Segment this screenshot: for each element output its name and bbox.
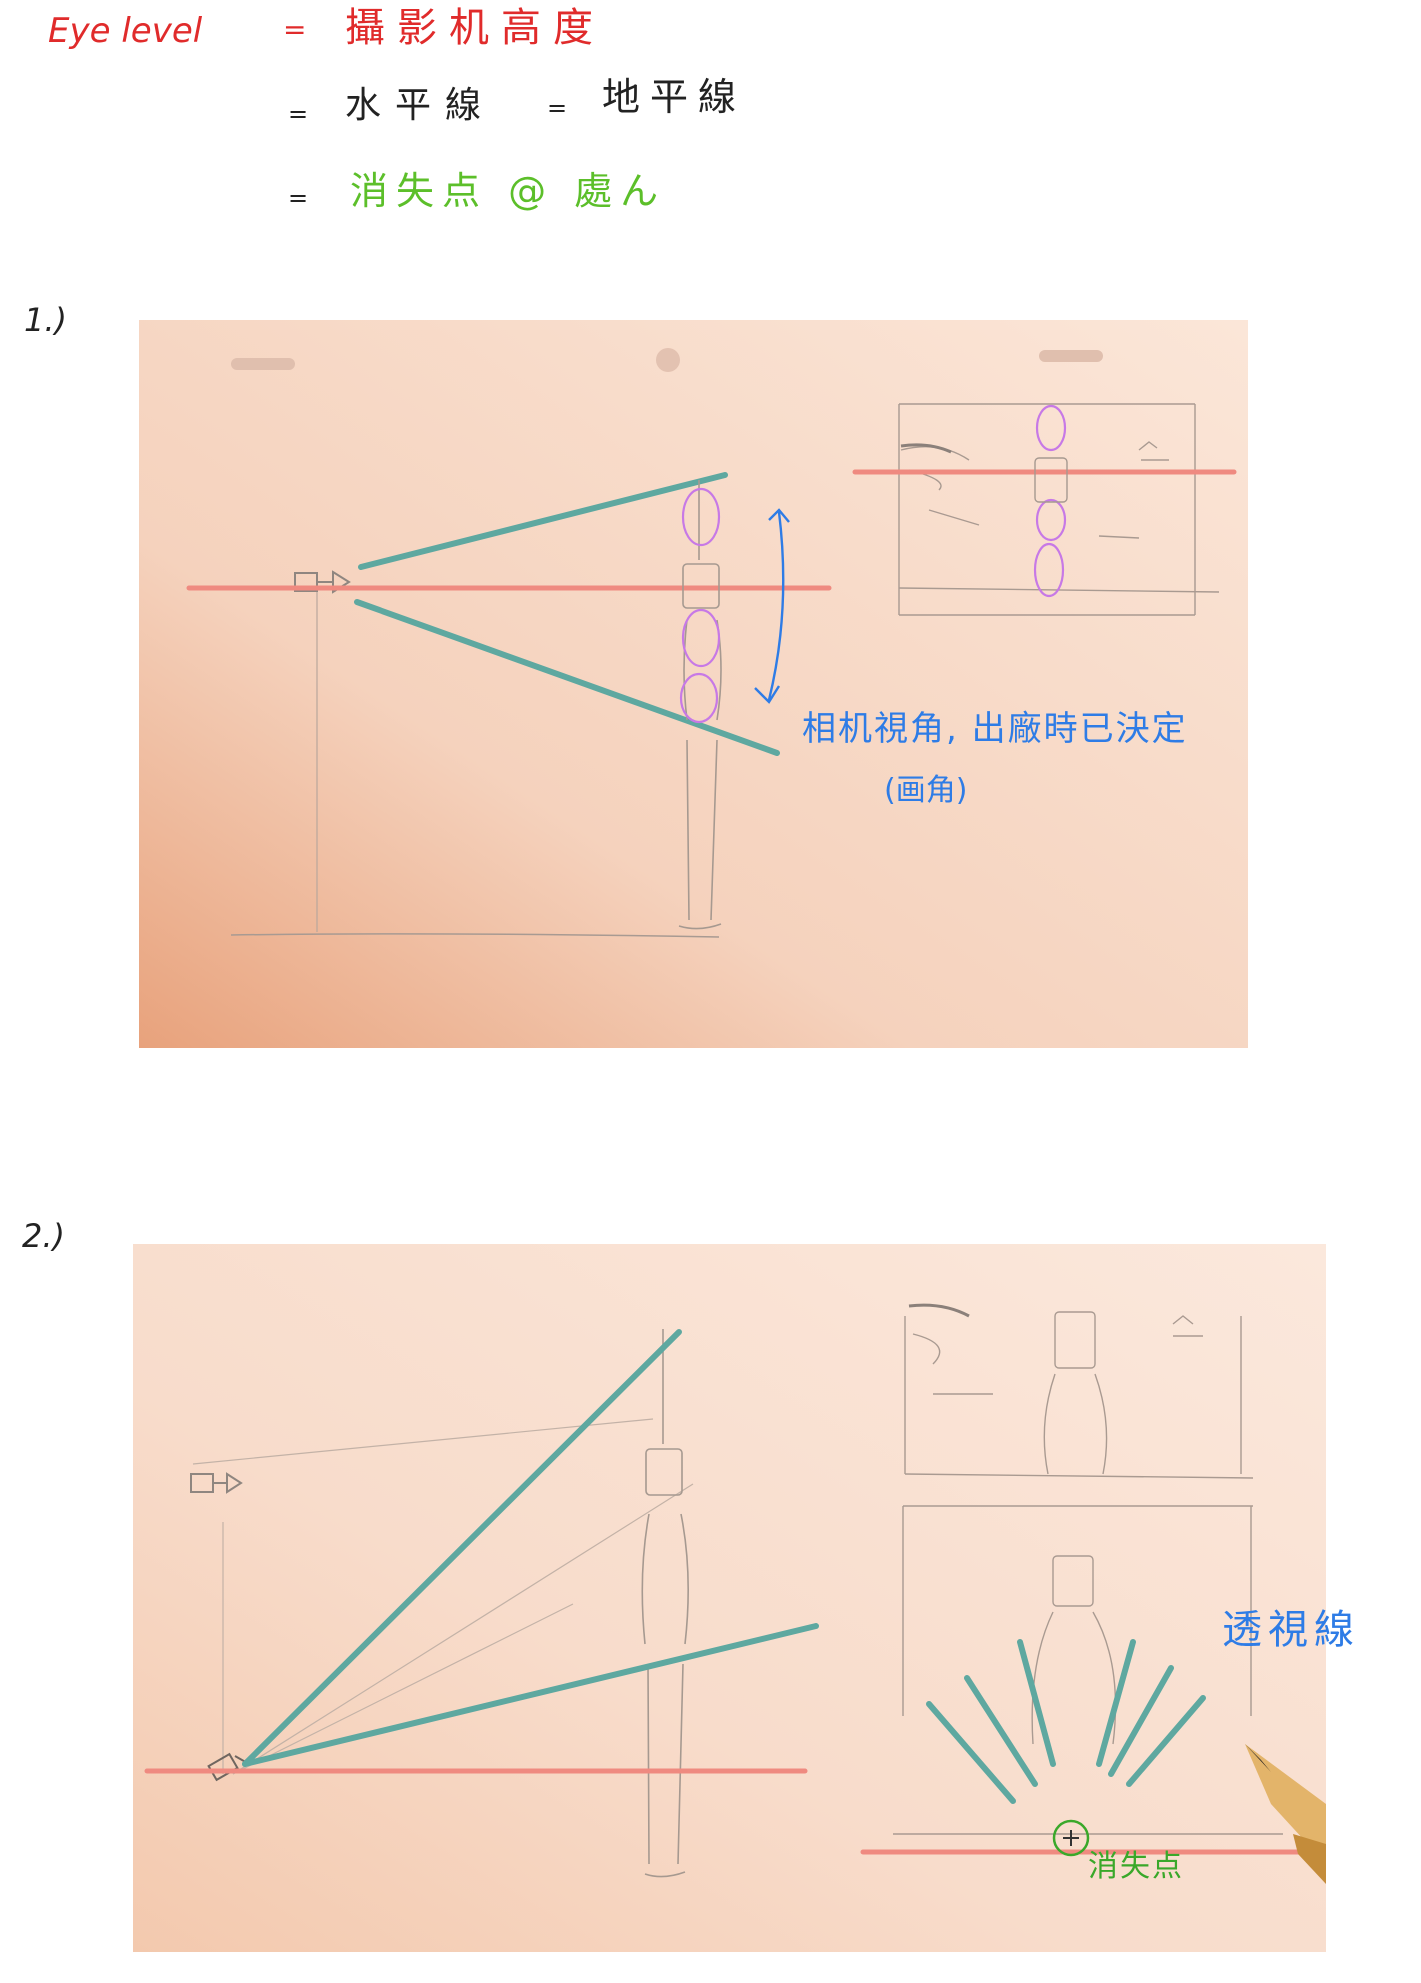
- annotation-picture-angle: (画角): [884, 773, 968, 808]
- sketch-photo-1: [139, 320, 1248, 1048]
- note-horizon-line: 地平線: [602, 75, 747, 119]
- pencil: [1245, 1744, 1326, 1884]
- note-eq-2b: =: [547, 94, 568, 122]
- note-camera-height: 攝影机高度: [345, 5, 605, 51]
- note-eq-2a: =: [288, 100, 309, 128]
- note-vanishing-point: 消失点 @ 處ん: [350, 169, 667, 213]
- note-eq-1: =: [283, 13, 307, 46]
- note-eye-level: Eye level: [48, 11, 203, 51]
- vanishing-point-marker: [1052, 1819, 1090, 1857]
- label-perspective-lines: 透視線: [1222, 1607, 1360, 1653]
- note-eq-3: =: [288, 184, 309, 212]
- annotation-camera-angle: 相机視角, 出廠時已決定: [802, 709, 1188, 749]
- label-vanishing-point: 消失点: [1088, 1849, 1184, 1884]
- section-1-number: 1.): [24, 301, 68, 339]
- note-horizontal-line: 水平線: [345, 85, 496, 126]
- section-2-number: 2.): [22, 1217, 66, 1255]
- sketch-photo-2: [133, 1244, 1326, 1952]
